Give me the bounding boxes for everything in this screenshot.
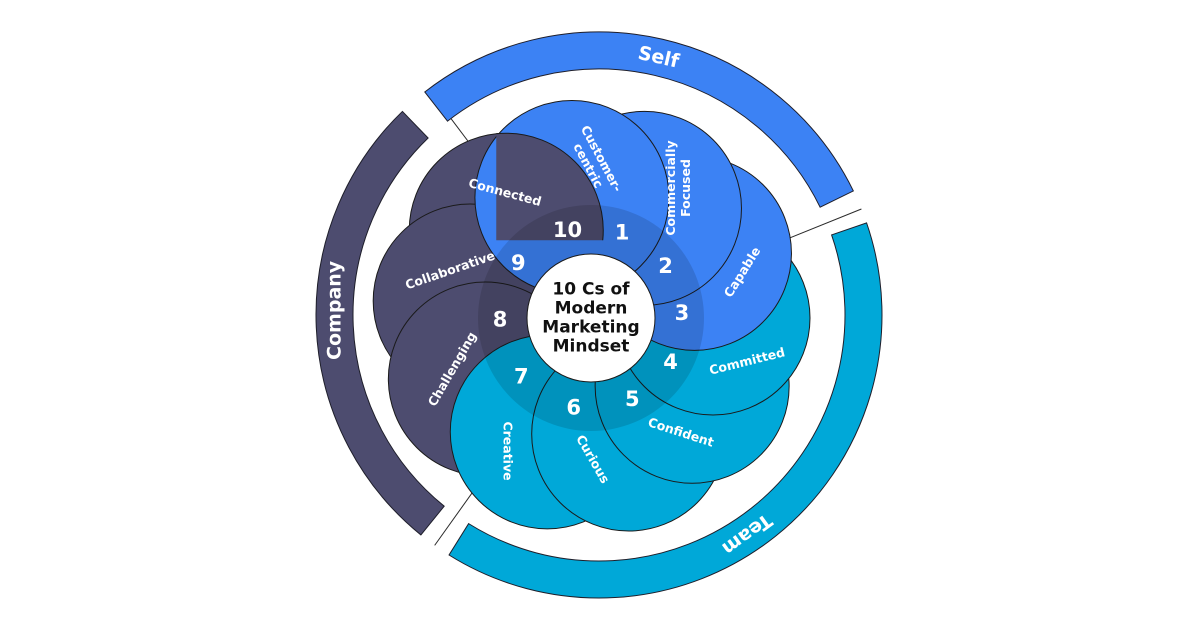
item-number: 3	[675, 301, 690, 325]
item-number: 1	[615, 220, 630, 244]
item-number: 7	[514, 364, 529, 388]
item-number: 2	[658, 254, 673, 278]
center-title-line: Marketing	[542, 318, 639, 338]
petal-label: Creative	[501, 421, 516, 480]
petal-label-line: Focused	[678, 159, 693, 217]
center-title-line: 10 Cs of	[552, 280, 630, 300]
center-circle	[526, 253, 656, 383]
petals	[372, 100, 811, 532]
item-number: 8	[493, 308, 508, 332]
center-title-line: Modern	[555, 299, 628, 319]
petal-10-overlap	[496, 132, 604, 241]
ring-self	[424, 31, 855, 208]
ring-label-company: Company	[324, 260, 346, 360]
ring-team	[448, 222, 883, 599]
petal-label: CommerciallyFocused	[663, 140, 693, 235]
petal-label-line: Commercially	[663, 140, 678, 235]
item-number: 6	[566, 395, 581, 419]
item-number: 4	[663, 350, 678, 374]
item-number: 9	[511, 251, 526, 275]
center-title-line: Mindset	[553, 337, 630, 357]
petal-label-line: Creative	[501, 421, 516, 480]
item-number: 10	[553, 218, 582, 242]
item-number: 5	[625, 387, 640, 411]
ring-company	[315, 110, 445, 536]
